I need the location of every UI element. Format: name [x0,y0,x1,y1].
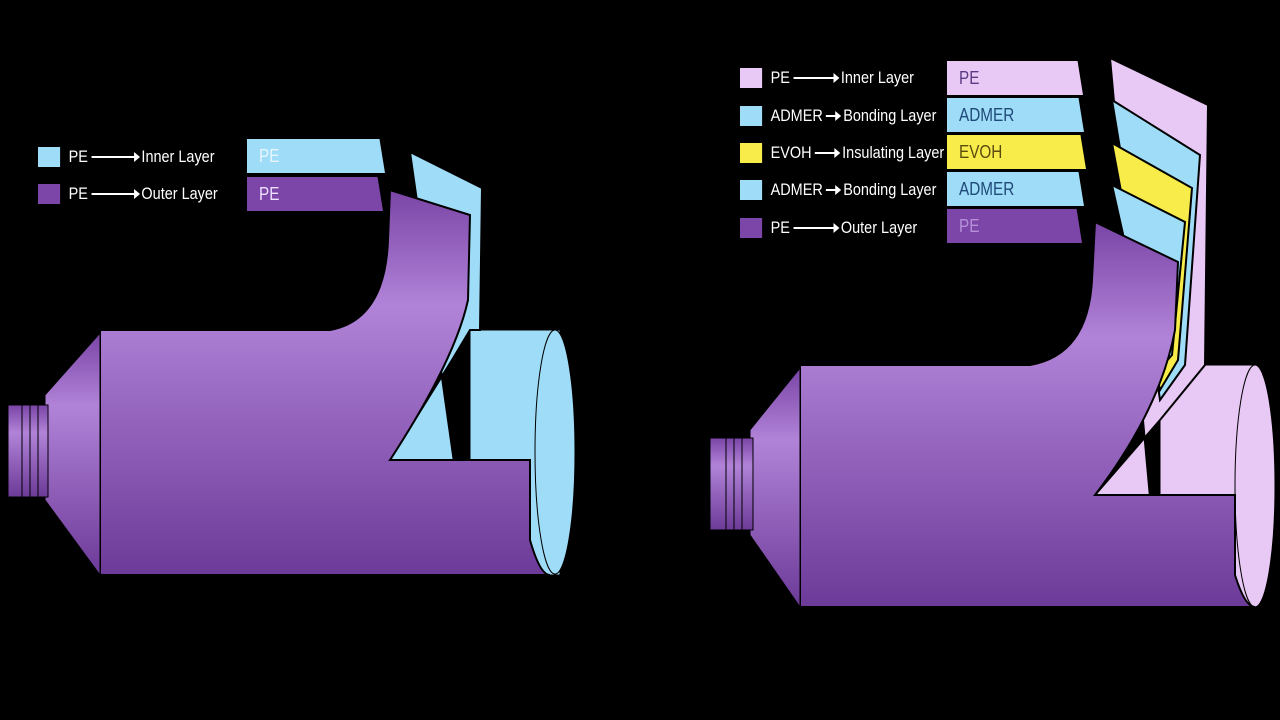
band-label: ADMER [959,178,1015,199]
left-tube-shoulder [44,331,101,577]
arrow-icon [814,148,841,158]
legend-material: PE [770,218,790,237]
arrow-icon [793,73,840,83]
left-band-inner: PE [247,139,385,173]
legend-role: Bonding Layer [843,180,937,199]
right-legend-row-1: PE Inner Layer [740,68,914,88]
legend-swatch [740,180,763,200]
right-legend-row-5: PE Outer Layer [740,218,917,238]
right-legend-row-4: ADMER Bonding Layer [740,180,936,200]
legend-role: Bonding Layer [843,106,937,125]
legend-swatch [740,218,763,238]
left-tube-body [99,188,551,576]
legend-role: Inner Layer [141,147,215,166]
left-tube-threads [7,396,49,504]
legend-swatch [740,143,763,163]
band-label: PE [959,67,980,88]
left-legend-row-inner: PE Inner Layer [38,147,215,167]
band-label: PE [259,145,280,166]
arrow-icon [91,152,140,162]
right-tube [709,56,1276,609]
arrow-icon [826,111,842,121]
right-legend-row-3: EVOH Insulating Layer [740,143,944,163]
band-label: EVOH [959,141,1003,162]
legend-material: ADMER [770,180,823,199]
legend-swatch [38,147,61,167]
left-band-outer: PE [247,177,383,211]
legend-material: EVOH [770,143,812,162]
arrow-icon [91,189,140,199]
legend-role: Outer Layer [840,218,918,237]
legend-material: PE [770,68,790,87]
right-band-admer-1: ADMER [947,98,1084,132]
legend-material: ADMER [770,106,823,125]
legend-role: Inner Layer [840,68,914,87]
arrow-icon [793,223,840,233]
right-band-evoh: EVOH [947,135,1086,169]
right-band-inner-pe: PE [947,61,1083,95]
legend-swatch [38,184,61,204]
band-label: ADMER [959,104,1015,125]
right-legend-row-2: ADMER Bonding Layer [740,106,936,126]
legend-role: Outer Layer [141,184,218,203]
right-tube-threads [709,428,754,539]
right-band-admer-2: ADMER [947,172,1084,206]
right-tube-shoulder [749,366,801,609]
band-label: PE [259,183,280,204]
left-tube-opening [534,329,576,575]
left-legend-row-outer: PE Outer Layer [38,184,218,204]
arrow-icon [826,185,842,195]
band-label: PE [959,215,980,236]
legend-material: PE [68,147,88,166]
right-tube-opening [1234,364,1276,608]
legend-role: Insulating Layer [842,143,945,162]
legend-swatch [740,106,763,126]
right-tube-body [799,220,1256,608]
left-tube [7,150,576,577]
legend-material: PE [68,184,88,203]
right-band-outer-pe: PE [947,209,1082,243]
legend-swatch [740,68,763,88]
